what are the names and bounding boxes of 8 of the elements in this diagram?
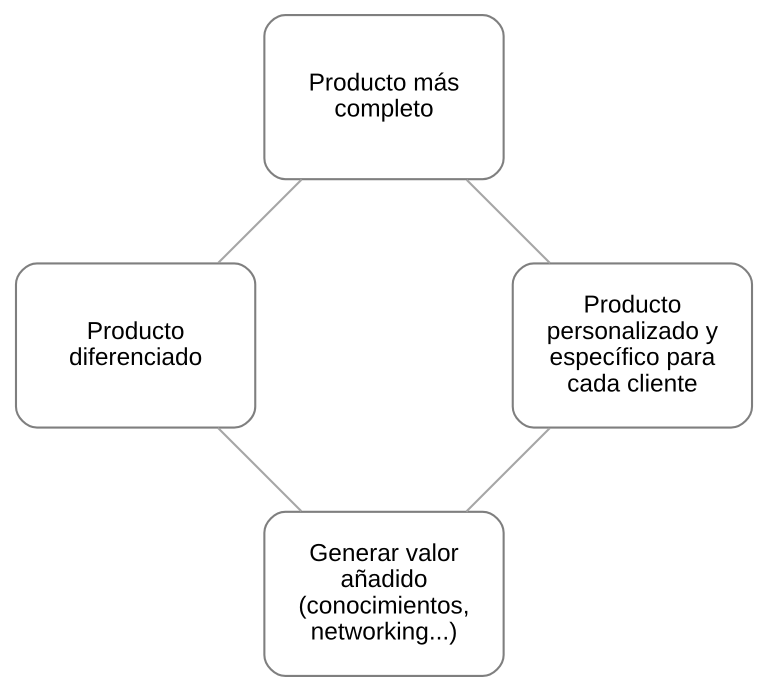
connector (217, 427, 302, 512)
connector (218, 178, 302, 264)
node-box: Producto diferenciado (14, 262, 256, 429)
connector (466, 179, 551, 264)
connector (466, 427, 550, 512)
node-box: Producto más completo (263, 14, 505, 180)
node-box: Generar valor añadido (conocimientos, networking...) (263, 510, 505, 678)
node-box: Producto personalizado y específico para cada cliente (512, 262, 754, 429)
